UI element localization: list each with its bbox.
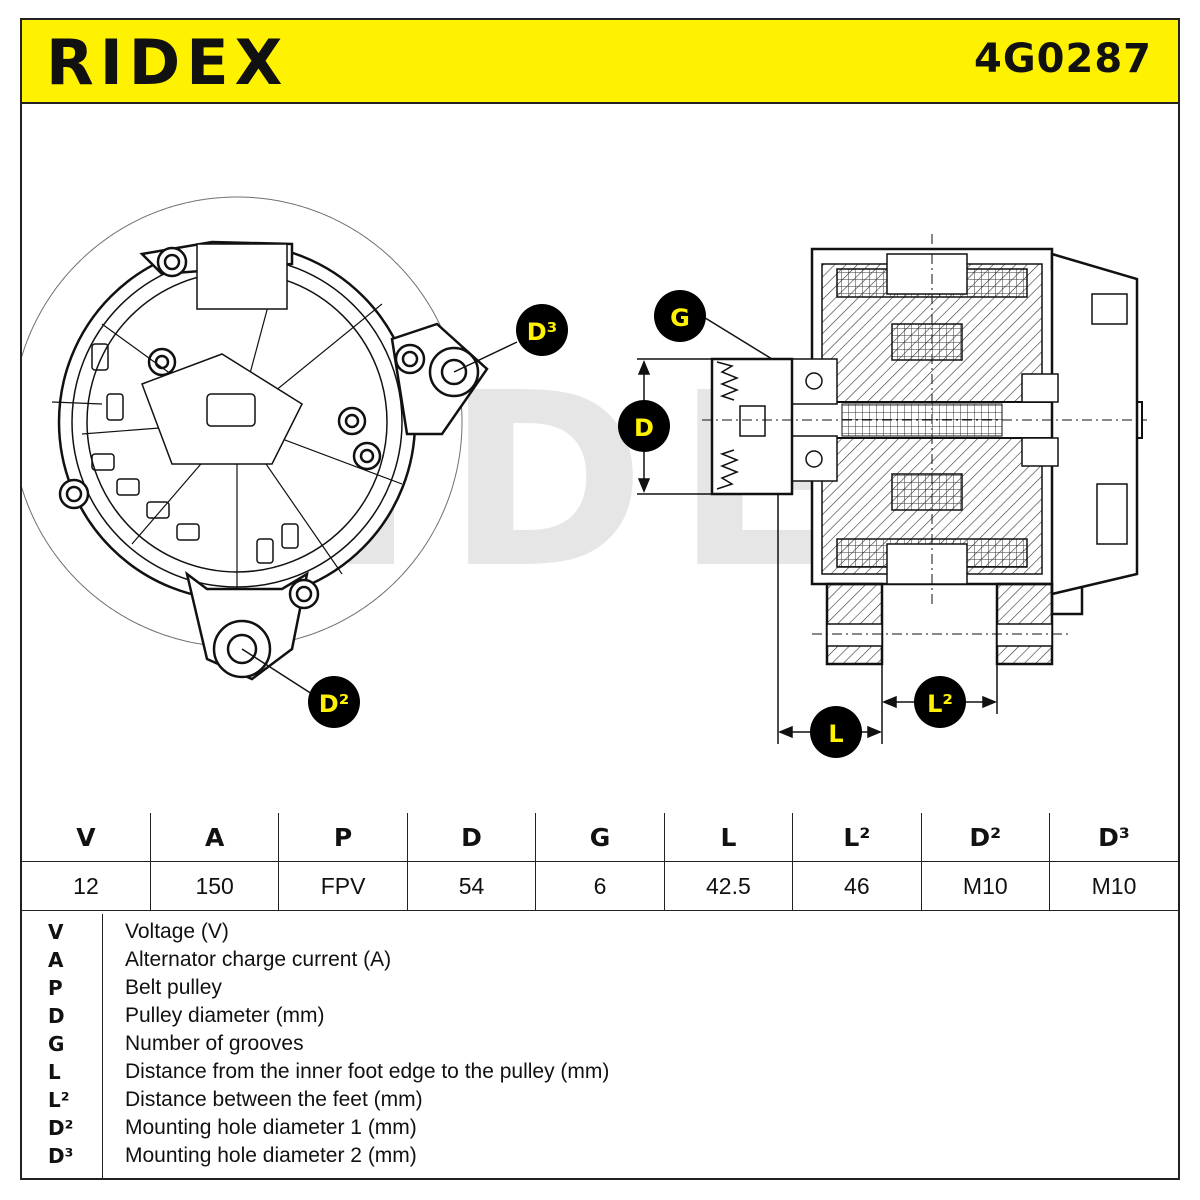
spec-value-cell: 6 [535, 861, 665, 911]
spec-header-cell: P [278, 813, 408, 862]
legend-symbol: A [48, 948, 64, 972]
spec-value-cell: 46 [792, 861, 922, 911]
technical-drawing: RIDEX [11, 104, 1178, 814]
legend-symbol: L [48, 1060, 61, 1084]
brand-logo-text: RIDEX [46, 26, 288, 98]
g-callout: G [654, 290, 773, 360]
legend-row: V Voltage (V) [22, 918, 1178, 946]
legend-description: Alternator charge current (A) [125, 948, 392, 971]
legend-symbol: D [48, 1004, 65, 1028]
legend-description: Distance from the inner foot edge to the… [125, 1060, 610, 1083]
legend-description: Distance between the feet (mm) [125, 1088, 423, 1111]
header-bar: RIDEX 4G0287 [22, 20, 1178, 104]
legend-description: Pulley diameter (mm) [125, 1004, 325, 1027]
legend-divider [102, 914, 103, 1180]
legend-symbol: G [48, 1032, 65, 1056]
alternator-drawing: RIDEX [11, 196, 1147, 758]
legend-row: P Belt pulley [22, 974, 1178, 1002]
legend-row: L² Distance between the feet (mm) [22, 1086, 1178, 1114]
legend-symbol: P [48, 976, 63, 1000]
l2-badge-label: L² [927, 690, 953, 718]
legend-symbol: L² [48, 1088, 70, 1112]
spec-header-cell: D [406, 813, 537, 862]
d-badge-label: D [634, 414, 654, 442]
spec-header-cell: L² [792, 813, 922, 862]
g-badge-label: G [670, 304, 690, 332]
d2-callout: D² [241, 648, 360, 728]
legend-description: Belt pulley [125, 976, 222, 999]
legend-row: D³ Mounting hole diameter 2 (mm) [22, 1142, 1178, 1170]
legend-description: Mounting hole diameter 2 (mm) [125, 1144, 417, 1167]
l2-dimension: L² [882, 664, 998, 728]
spec-value-cell: M10 [1049, 861, 1178, 911]
spec-value-cell: 150 [149, 861, 280, 911]
spec-header-cell: V [22, 813, 151, 862]
l-dimension: L [777, 494, 883, 758]
l-badge-label: L [828, 720, 843, 748]
part-number: 4G0287 [974, 36, 1152, 82]
spec-table: V A P D G L L² D² D³ 12 150 FPV 54 6 42.… [22, 813, 1178, 911]
legend: V Voltage (V) A Alternator charge curren… [22, 914, 1178, 1180]
spec-header-cell: L [663, 813, 794, 862]
spec-header-cell: D³ [1049, 813, 1178, 862]
spec-value-cell: M10 [920, 861, 1051, 911]
legend-row: D² Mounting hole diameter 1 (mm) [22, 1114, 1178, 1142]
d-dimension: D [618, 358, 712, 495]
legend-description: Number of grooves [125, 1032, 304, 1055]
spec-header-cell: D² [920, 813, 1051, 862]
alternator-side-section [702, 234, 1147, 666]
spec-header-row: V A P D G L L² D² D³ [22, 813, 1178, 862]
product-sheet: RIDEX 4G0287 RIDEX [11, 18, 1180, 1180]
spec-header-cell: G [535, 813, 665, 862]
d3-callout: D³ [453, 304, 568, 373]
legend-symbol: D² [48, 1116, 74, 1140]
legend-row: G Number of grooves [22, 1030, 1178, 1058]
alternator-front-view [11, 196, 489, 681]
legend-description: Voltage (V) [125, 920, 229, 943]
spec-value-cell: FPV [278, 861, 408, 911]
spec-value-cell: 42.5 [663, 861, 794, 911]
brand-logo: RIDEX [46, 26, 288, 98]
legend-description: Mounting hole diameter 1 (mm) [125, 1116, 417, 1139]
legend-row: D Pulley diameter (mm) [22, 1002, 1178, 1030]
spec-value-cell: 54 [406, 861, 537, 911]
legend-symbol: V [48, 920, 64, 944]
spec-value-row: 12 150 FPV 54 6 42.5 46 M10 M10 [22, 861, 1178, 911]
legend-row: L Distance from the inner foot edge to t… [22, 1058, 1178, 1086]
d2-badge-label: D² [319, 690, 349, 718]
legend-row: A Alternator charge current (A) [22, 946, 1178, 974]
legend-symbol: D³ [48, 1144, 74, 1168]
spec-header-cell: A [149, 813, 280, 862]
d3-badge-label: D³ [527, 318, 557, 346]
spec-value-cell: 12 [22, 861, 151, 911]
